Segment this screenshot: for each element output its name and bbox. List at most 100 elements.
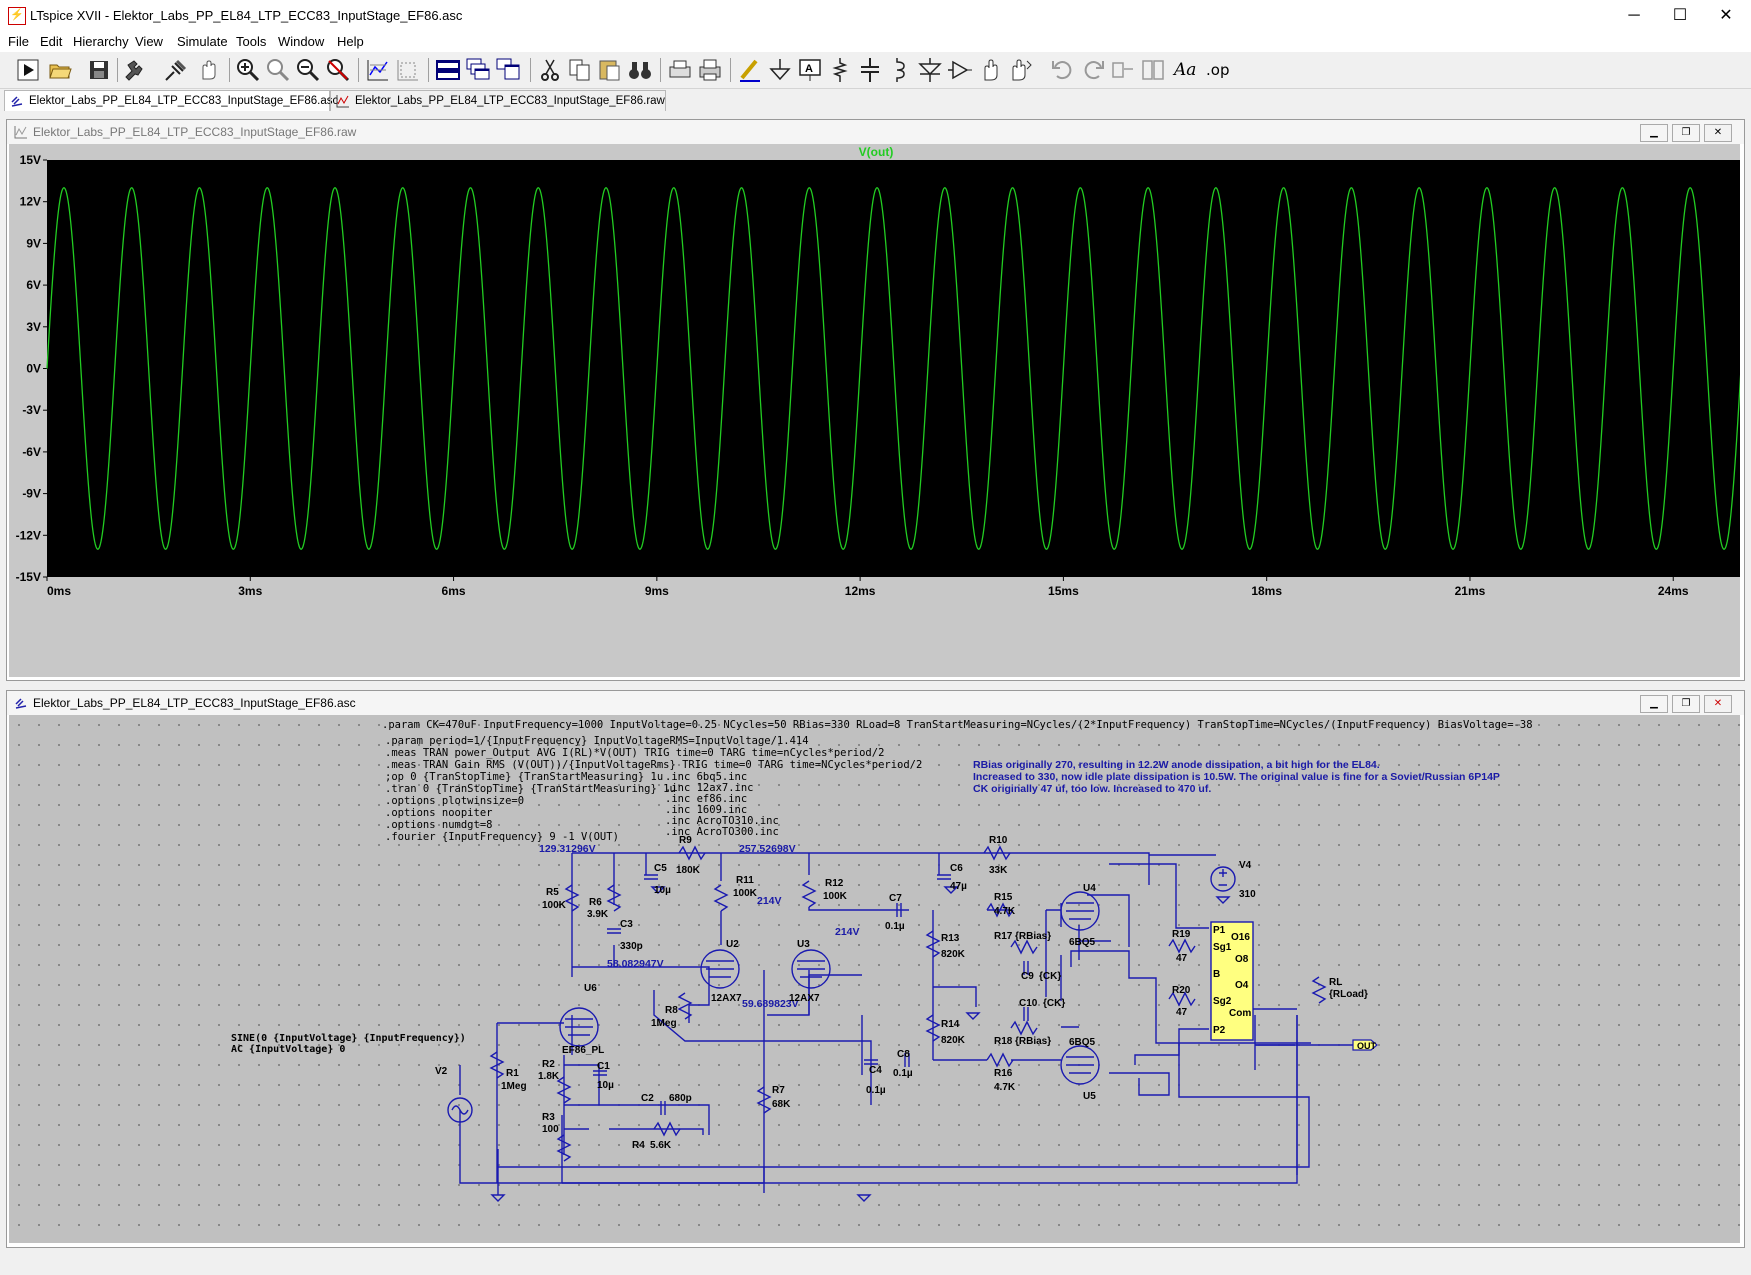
options-directive-2[interactable]: .options noopiter [385, 807, 493, 819]
value-r13[interactable]: 820K [941, 949, 965, 960]
label-r12[interactable]: R12 [825, 878, 844, 889]
value-c3[interactable]: 330p [620, 941, 643, 952]
value-v4[interactable]: 310 [1239, 889, 1256, 900]
autorange-icon[interactable] [365, 57, 391, 83]
copy-icon[interactable] [567, 57, 593, 83]
schematic-canvas[interactable]: .param CK=470uF InputFrequency=1000 Inpu… [9, 715, 1740, 1243]
value-u4[interactable]: 6BQ5 [1069, 937, 1096, 948]
label-r13[interactable]: R13 [941, 933, 960, 944]
find-icon[interactable] [627, 57, 653, 83]
menu-tools[interactable]: Tools [236, 34, 267, 49]
cascade-icon[interactable] [465, 57, 491, 83]
zoom-out-icon[interactable] [295, 57, 321, 83]
label-u3[interactable]: U3 [797, 939, 810, 950]
options-directive-1[interactable]: .options plotwinsize=0 [385, 795, 525, 807]
close-button[interactable]: ✕ [1719, 7, 1733, 24]
component-icon[interactable] [947, 57, 973, 83]
label-c5[interactable]: C5 [654, 863, 667, 874]
zoom-in-icon[interactable] [235, 57, 261, 83]
label-r20[interactable]: R20 [1172, 985, 1191, 996]
label-u2[interactable]: U2 [726, 939, 739, 950]
label-u5[interactable]: U5 [1083, 1091, 1096, 1102]
value-r19[interactable]: 47 [1176, 953, 1188, 964]
value-c6[interactable]: 47µ [950, 881, 967, 892]
label-r4[interactable]: R4 [632, 1140, 645, 1151]
include-acro300[interactable]: .inc AcroTO300.inc [665, 826, 779, 838]
tab-waveform[interactable]: Elektor_Labs_PP_EL84_LTP_ECC83_InputStag… [330, 90, 666, 111]
label-r3[interactable]: R3 [542, 1112, 555, 1123]
label-c9[interactable]: C9 [1021, 971, 1034, 982]
comment-line-2[interactable]: Increased to 330, now idle plate dissipa… [973, 771, 1500, 783]
label-r11[interactable]: R11 [736, 875, 754, 886]
value-r16[interactable]: 4.7K [994, 1082, 1016, 1093]
label-r5[interactable]: R5 [546, 887, 559, 898]
value-c10[interactable]: {CK} [1043, 998, 1066, 1009]
waveform-icon[interactable] [395, 57, 421, 83]
value-r6[interactable]: 3.9K [587, 909, 609, 920]
value-c7[interactable]: 0.1µ [885, 921, 905, 932]
value-r8[interactable]: 1Meg [651, 1018, 677, 1029]
run-icon[interactable] [15, 57, 41, 83]
value-rl[interactable]: {RLoad} [1329, 989, 1368, 1000]
value-u5[interactable]: 6BQ5 [1069, 1037, 1096, 1048]
include-6bq5[interactable]: .inc 6bq5.inc [665, 771, 748, 783]
include-ef86[interactable]: .inc ef86.inc [665, 793, 748, 805]
probe-icon[interactable] [163, 57, 189, 83]
pan-icon[interactable] [195, 57, 221, 83]
capacitor-icon[interactable] [857, 57, 883, 83]
label-r9[interactable]: R9 [679, 835, 692, 846]
value-r11[interactable]: 100K [733, 888, 757, 899]
v2-source-text[interactable]: SINE(0 {InputVoltage} {InputFrequency}) [231, 1033, 466, 1044]
spice-directive-icon[interactable]: .op [1206, 61, 1230, 79]
drag-icon[interactable] [1007, 57, 1033, 83]
cut-icon[interactable] [537, 57, 563, 83]
value-r9[interactable]: 180K [676, 865, 700, 876]
label-c3[interactable]: C3 [620, 919, 633, 930]
wire-icon[interactable] [737, 57, 763, 83]
value-u2[interactable]: 12AX7 [711, 993, 742, 1004]
move-icon[interactable] [977, 57, 1003, 83]
label-c4[interactable]: C4 [869, 1065, 882, 1076]
diode-icon[interactable] [917, 57, 943, 83]
maximize-button[interactable]: ☐ [1672, 7, 1688, 24]
label-c7[interactable]: C7 [889, 893, 902, 904]
schematic-restore-button[interactable]: ❐ [1672, 695, 1700, 713]
label-r7[interactable]: R7 [772, 1085, 785, 1096]
op-directive[interactable]: ;op 0 {TranStopTime} {TranStartMeasuring… [385, 771, 664, 783]
mirror-icon[interactable] [1140, 57, 1166, 83]
tran-directive[interactable]: .tran 0 {TranStopTime} {TranStartMeasuri… [385, 783, 676, 795]
label-u6[interactable]: U6 [584, 983, 597, 994]
menu-hierarchy[interactable]: Hierarchy [73, 34, 129, 49]
label-rl[interactable]: RL [1329, 977, 1343, 988]
value-r3[interactable]: 100 [542, 1124, 559, 1135]
schematic-minimize-button[interactable]: ▁ [1640, 695, 1668, 713]
save-icon[interactable] [86, 57, 112, 83]
include-12ax7[interactable]: .inc 12ax7.inc [665, 782, 754, 794]
fourier-directive[interactable]: .fourier {InputFrequency} 9 -1 V(OUT) [385, 831, 619, 843]
label-v2[interactable]: V2 [435, 1066, 448, 1077]
menu-window[interactable]: Window [278, 34, 325, 49]
value-c8[interactable]: 0.1µ [893, 1068, 913, 1079]
param-directive-2[interactable]: .param period=1/{InputFrequency} InputVo… [385, 735, 809, 747]
label-r16[interactable]: R16 [994, 1068, 1013, 1079]
text-icon[interactable]: Aa [1174, 60, 1197, 80]
control-panel-icon[interactable] [124, 57, 150, 83]
label-r10[interactable]: R10 [989, 835, 1008, 846]
label-r19[interactable]: R19 [1172, 929, 1191, 940]
value-c2[interactable]: 680p [669, 1093, 692, 1104]
label-r6[interactable]: R6 [589, 897, 602, 908]
label-r18[interactable]: R18 [994, 1036, 1013, 1047]
value-r20[interactable]: 47 [1176, 1007, 1188, 1018]
comment-line-3[interactable]: CK originally 47 uf, too low. Increased … [973, 783, 1212, 795]
comment-line-1[interactable]: RBias originally 270, resulting in 12.2W… [973, 759, 1380, 771]
zoom-area-icon[interactable] [265, 57, 291, 83]
label-r15[interactable]: R15 [994, 892, 1013, 903]
label-c10[interactable]: C10 [1019, 998, 1038, 1009]
undo-icon[interactable] [1050, 57, 1076, 83]
menu-help[interactable]: Help [337, 34, 364, 49]
label-net-icon[interactable]: A [797, 57, 823, 83]
label-v4[interactable]: V4 [1239, 860, 1252, 871]
value-c4[interactable]: 0.1µ [866, 1085, 886, 1096]
value-c9[interactable]: {CK} [1039, 971, 1062, 982]
open-icon[interactable] [47, 57, 73, 83]
